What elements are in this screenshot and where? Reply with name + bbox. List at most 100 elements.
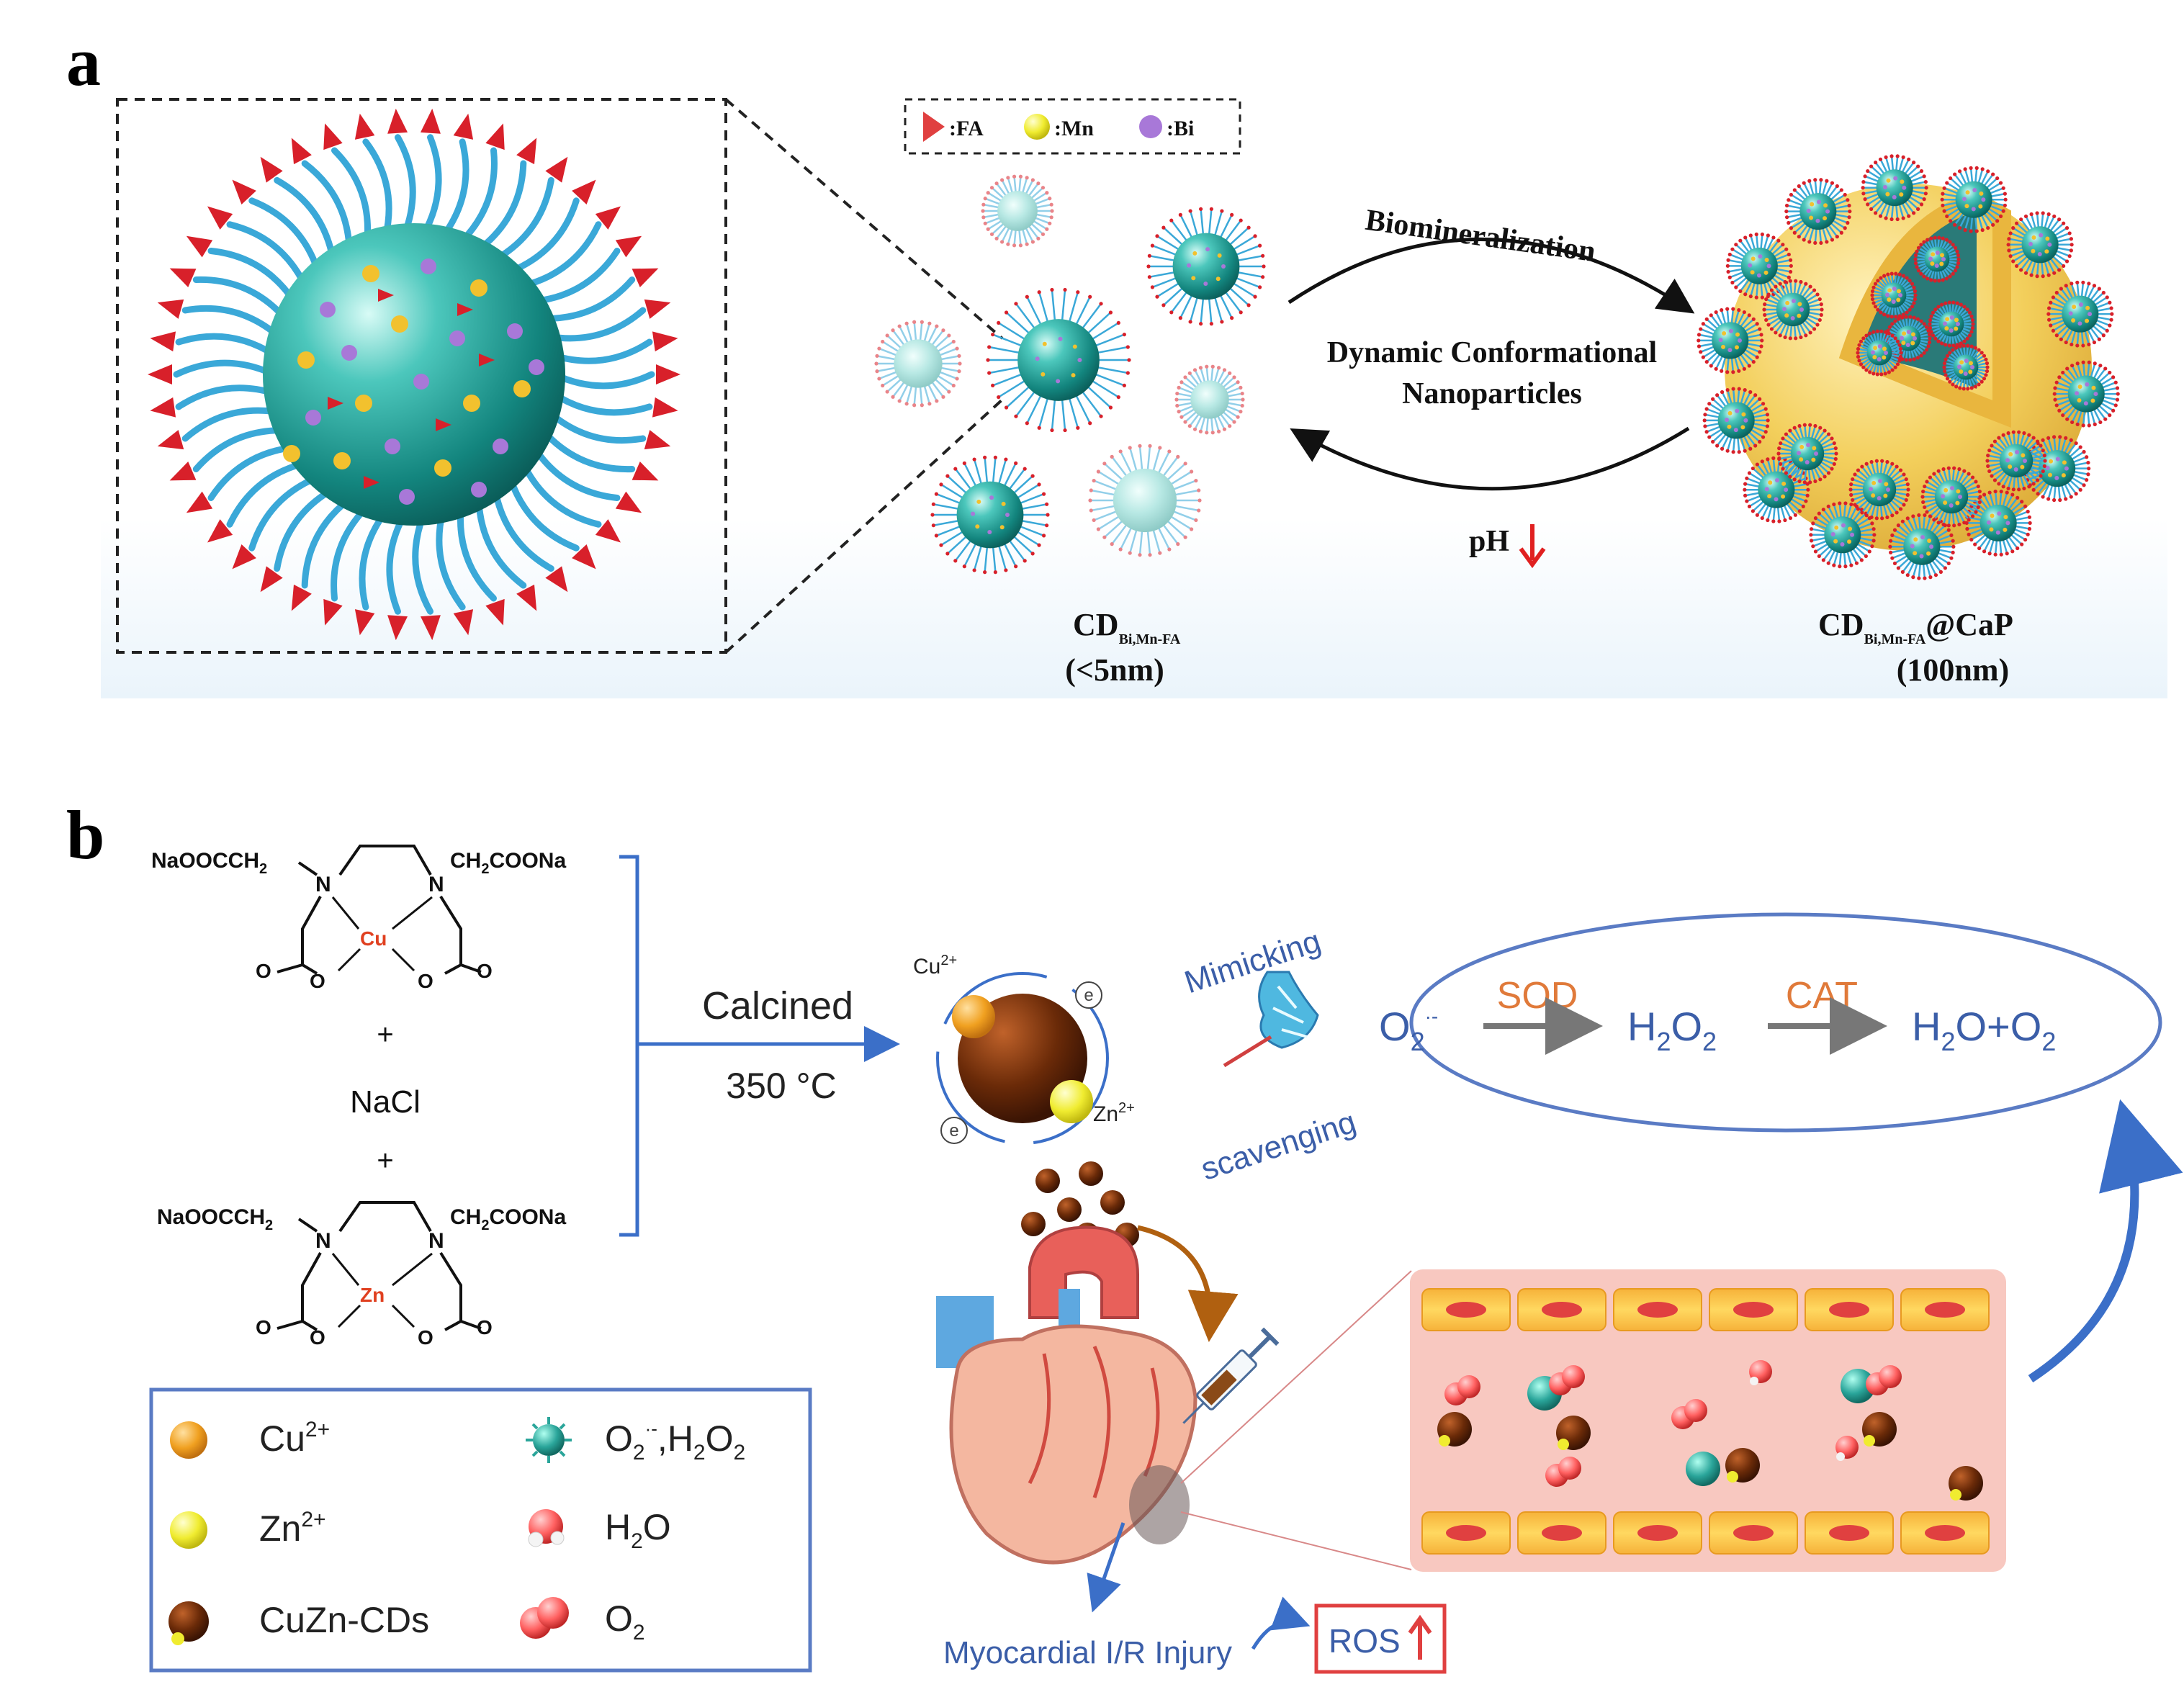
small-nanoparticle bbox=[874, 320, 962, 408]
zn-dopant bbox=[1050, 1080, 1093, 1123]
plus-2: + bbox=[377, 1145, 393, 1177]
zn-n-left: N bbox=[315, 1229, 331, 1253]
fa-marker bbox=[150, 397, 176, 418]
small-nanoparticle bbox=[1174, 364, 1245, 435]
small-nanoparticle bbox=[1985, 430, 2047, 492]
hydrogen-atom bbox=[1836, 1452, 1845, 1461]
cu-dopant bbox=[952, 995, 995, 1038]
ligand bbox=[226, 459, 309, 528]
cuzn-cd-dot bbox=[1100, 1190, 1125, 1215]
zn-o-bottom-left: O bbox=[310, 1326, 325, 1349]
ligand bbox=[546, 307, 647, 342]
large-nanoparticle bbox=[148, 108, 680, 641]
zn-dopant bbox=[1439, 1435, 1450, 1447]
small-nanoparticle bbox=[2006, 211, 2074, 279]
oxygen-atom bbox=[1684, 1399, 1707, 1422]
cu-left-group: NaOOCCH2 bbox=[151, 849, 267, 877]
small-nanoparticle bbox=[981, 174, 1054, 248]
blood-vessel bbox=[1410, 1269, 2006, 1572]
ligand bbox=[301, 495, 353, 589]
cdcap-label: CDBi,Mn-FA@CaP bbox=[1818, 607, 2013, 647]
cu-right-group: CH2COONa bbox=[450, 849, 566, 877]
zn-metal: Zn bbox=[360, 1284, 385, 1306]
cu-n-left: N bbox=[315, 873, 331, 896]
ligand bbox=[475, 160, 527, 253]
ligand bbox=[491, 176, 554, 264]
zn-dopant bbox=[1558, 1439, 1569, 1450]
zn-edta-structure: NaOOCCH2 CH2COONa N N Zn O O O O bbox=[157, 1201, 566, 1349]
cd-label: CDBi,Mn-FA bbox=[1073, 607, 1181, 647]
fa-marker bbox=[485, 123, 505, 150]
panel-a-label: a bbox=[66, 23, 101, 100]
fa-marker bbox=[148, 364, 172, 384]
zn-n-right: N bbox=[428, 1229, 444, 1253]
ligand bbox=[331, 147, 371, 246]
ligand bbox=[531, 444, 621, 501]
zoom-line-bottom bbox=[724, 398, 1004, 654]
fa-marker bbox=[479, 354, 495, 366]
plus-1: + bbox=[377, 1019, 393, 1051]
electron-icon-top bbox=[1075, 981, 1102, 1009]
mn-dot bbox=[297, 351, 315, 369]
zn-o-bottom-right: O bbox=[418, 1326, 433, 1349]
fa-marker bbox=[150, 331, 176, 352]
vessel-zoom-line-top bbox=[1180, 1270, 1412, 1484]
fa-marker bbox=[656, 364, 680, 384]
injection-arrow bbox=[1137, 1225, 1239, 1342]
cell-nucleus bbox=[1733, 1525, 1774, 1541]
zn-o-outer-left: O bbox=[256, 1316, 271, 1339]
fa-marker bbox=[545, 566, 568, 593]
cell-nucleus bbox=[1542, 1525, 1582, 1541]
fa-marker bbox=[232, 179, 256, 204]
fa-marker bbox=[207, 519, 233, 543]
bi-dot bbox=[320, 302, 336, 318]
cap-nanoparticle bbox=[1697, 154, 2120, 580]
oxygen-atom bbox=[1562, 1365, 1585, 1388]
ligand bbox=[539, 427, 636, 473]
ligand bbox=[331, 503, 371, 602]
legend-bi: :Bi bbox=[1167, 117, 1194, 140]
ros-particle bbox=[1686, 1452, 1720, 1486]
legend-cu-icon bbox=[170, 1421, 207, 1459]
fa-marker bbox=[632, 462, 659, 481]
zn-right-group: CH2COONa bbox=[450, 1205, 566, 1233]
cuzn-cd-dot bbox=[1079, 1161, 1103, 1186]
injury-spot bbox=[1129, 1465, 1190, 1544]
ligand bbox=[173, 359, 277, 378]
fa-marker bbox=[387, 108, 408, 134]
cu-o-bottom-right: O bbox=[418, 970, 433, 992]
ligand bbox=[192, 427, 289, 472]
mn-dot bbox=[355, 395, 372, 412]
ligand bbox=[457, 147, 498, 246]
ligand bbox=[274, 176, 337, 264]
cu-o-bottom-left: O bbox=[310, 970, 325, 992]
small-nanoparticle bbox=[1809, 501, 1877, 569]
cdcap-size-label: (100nm) bbox=[1897, 652, 2009, 688]
reaction-ellipse bbox=[1409, 912, 2162, 1133]
injury-arrow bbox=[1087, 1522, 1125, 1613]
cell-nucleus bbox=[1446, 1302, 1486, 1318]
fa-marker bbox=[186, 235, 213, 258]
cuzn-cd-particle: e e bbox=[936, 972, 1109, 1145]
legend-o2-text: O2 bbox=[605, 1598, 645, 1645]
bi-dot bbox=[507, 323, 523, 339]
zn-dopant bbox=[1950, 1489, 1961, 1501]
bi-dot bbox=[341, 345, 357, 361]
small-nanoparticle bbox=[1088, 444, 1202, 557]
small-nanoparticle bbox=[1861, 154, 1928, 222]
ligand bbox=[274, 485, 337, 572]
small-nanoparticle bbox=[1942, 343, 1990, 391]
bi-dot bbox=[399, 489, 415, 505]
small-nanoparticle bbox=[1762, 279, 1824, 341]
bi-dot bbox=[529, 359, 544, 375]
fa-marker bbox=[387, 615, 408, 641]
scavenging-label: scavenging bbox=[1197, 1105, 1360, 1187]
fa-marker bbox=[615, 491, 642, 513]
fa-marker bbox=[354, 609, 375, 636]
fa-marker bbox=[260, 156, 283, 183]
fa-marker bbox=[420, 615, 441, 641]
fa-marker bbox=[516, 138, 537, 165]
mimicking-label: Mimicking bbox=[1180, 923, 1325, 1000]
oxygen-atom bbox=[1879, 1365, 1902, 1388]
small-nanoparticle bbox=[1702, 387, 1770, 454]
